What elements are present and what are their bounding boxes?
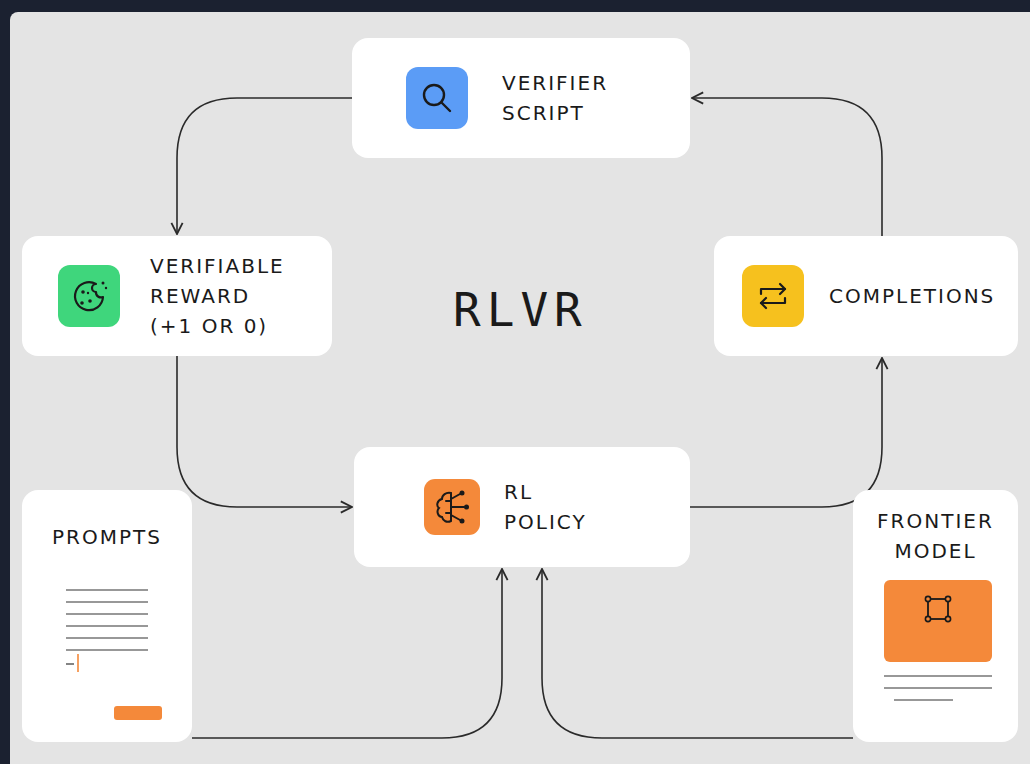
swap-icon: [742, 265, 804, 327]
prompts-card: PROMPTS: [22, 490, 192, 742]
flow-arrow: [177, 356, 352, 507]
flow-arrow: [192, 569, 502, 738]
diagram-title: RLVR: [453, 283, 588, 337]
completions-box: COMPLETIONS: [714, 236, 1018, 356]
node-label: RL POLICY: [504, 477, 595, 537]
node-label: COMPLETIONS: [829, 281, 1004, 311]
flow-arrow: [177, 98, 352, 234]
flow-arrow: [690, 358, 882, 507]
cookie-icon: [58, 265, 120, 327]
brain-network-icon: [424, 479, 480, 535]
frontier-card: FRONTIER MODEL: [853, 490, 1018, 742]
policy-box: RL POLICY: [354, 447, 690, 567]
node-label: VERIFIER SCRIPT: [502, 68, 617, 128]
search-icon: [406, 67, 468, 129]
flow-arrow: [692, 98, 882, 236]
node-label: FRONTIER MODEL: [873, 506, 998, 566]
reward-box: VERIFIABLE REWARD (+1 OR 0): [22, 236, 332, 356]
node-label: VERIFIABLE REWARD (+1 OR 0): [150, 251, 293, 341]
flow-arrow: [542, 569, 853, 738]
verifier-box: VERIFIER SCRIPT: [352, 38, 690, 158]
node-label: PROMPTS: [48, 522, 166, 552]
